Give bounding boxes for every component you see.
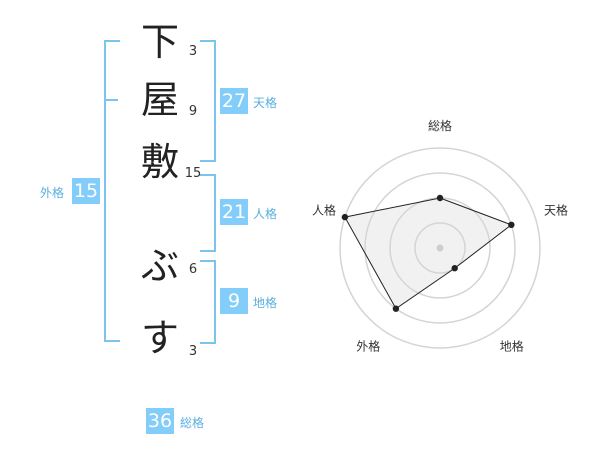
jinkaku-label: 人格 [253, 207, 278, 221]
radar-point-4 [392, 305, 400, 312]
chikaku-bracket [200, 260, 216, 344]
jinkaku-value: 21 [220, 199, 248, 225]
chikaku-value: 9 [220, 288, 248, 314]
tenkaku-label: 天格 [253, 96, 278, 110]
tenkaku-bracket [200, 40, 216, 162]
radar-point-3 [451, 265, 458, 272]
radar-axis-label-2: 天格 [544, 202, 568, 217]
radar-ring [414, 222, 466, 274]
radar-ring [339, 147, 541, 349]
radar-axis-label-5: 人格 [312, 202, 336, 217]
name-char-5: す [140, 316, 179, 360]
soukaku-label: 総格 [180, 416, 205, 430]
jinkaku-bracket [200, 174, 216, 252]
tenkaku-value: 27 [220, 88, 248, 114]
stroke-count-2: 9 [188, 104, 198, 119]
gaikaku-bracket [104, 40, 120, 342]
radar-axis-label-4: 外格 [356, 339, 380, 354]
radar-point-5 [341, 213, 349, 221]
name-char-4: ぶ [140, 244, 179, 288]
radar-point-1 [436, 194, 444, 202]
stroke-count-1: 3 [188, 44, 198, 59]
radar-axis-label-1: 総格 [428, 118, 452, 133]
name-char-3: 敷 [140, 140, 179, 184]
radar-center [436, 244, 444, 252]
gaikaku-label: 外格 [40, 186, 65, 200]
radar-axis-label-3: 地格 [500, 339, 524, 354]
name-char-2: 屋 [140, 78, 179, 122]
gaikaku-stub [104, 99, 118, 101]
stroke-count-5: 3 [188, 344, 198, 359]
radar-polygon [344, 197, 513, 310]
stroke-count-3: 15 [184, 166, 202, 181]
soukaku-value: 36 [146, 408, 174, 434]
radar-ring [364, 172, 516, 324]
radar-point-2 [508, 221, 515, 229]
gaikaku-value: 15 [72, 178, 100, 204]
stroke-count-4: 6 [188, 262, 198, 277]
chikaku-label: 地格 [253, 296, 278, 310]
name-char-1: 下 [140, 20, 179, 64]
